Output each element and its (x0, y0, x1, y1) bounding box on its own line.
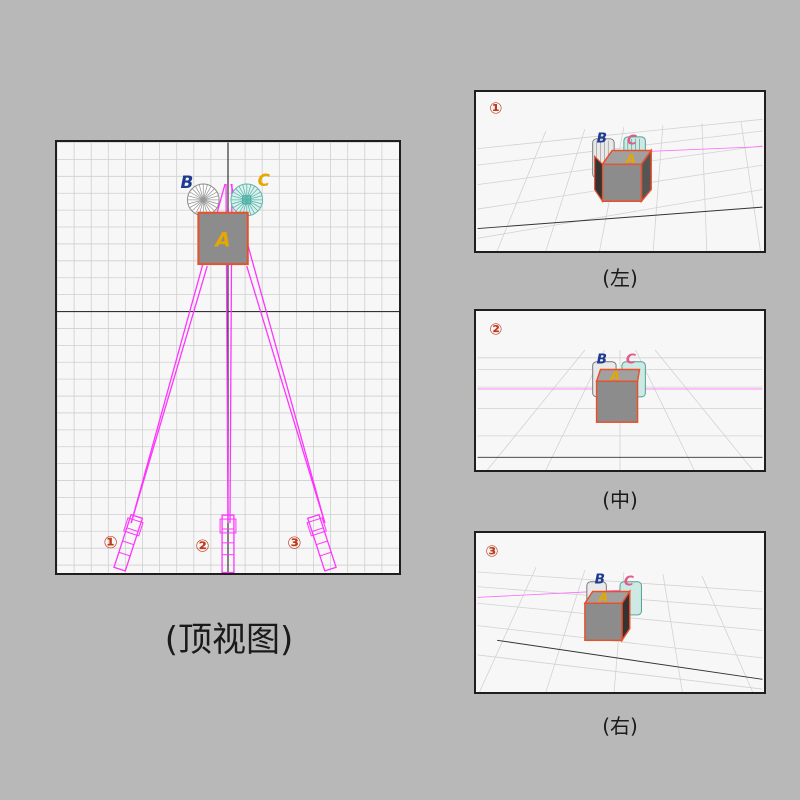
cylinder-spoke (246, 188, 259, 201)
cylinder-spoke (198, 184, 204, 200)
cylinder-spoke (187, 195, 204, 201)
top-view-panel: A B C ① ② ③ (55, 140, 401, 575)
cylinder-spoke (232, 191, 247, 201)
camera-3-marker: ③ (287, 533, 301, 553)
label-c: C (258, 170, 271, 190)
ground-axis (477, 206, 763, 230)
cylinder-spoke (191, 199, 204, 212)
cylinder-spoke (189, 199, 204, 209)
cylinder-spoke (246, 191, 261, 201)
viewport-left-canvas: A B C ① (477, 99, 763, 251)
cylinder-spoke (203, 199, 219, 205)
viewport-left-caption: (左) (602, 266, 638, 290)
cylinder-spoke (246, 184, 252, 200)
cylinder-spoke (246, 199, 252, 216)
cylinder-spoke (246, 199, 263, 205)
label-b: B (597, 131, 607, 147)
camera-3-sightline (246, 265, 326, 524)
viewport-right-caption: (右) (602, 714, 638, 738)
label-a: A (213, 228, 230, 251)
cylinder-spoke (203, 188, 215, 201)
cylinder-spoke (235, 188, 248, 201)
cylinder-spoke (203, 195, 219, 201)
cylinder-spoke (242, 184, 248, 200)
label-b: B (181, 172, 194, 192)
cylinder-spoke (195, 199, 204, 214)
cylinder-spoke (246, 199, 259, 212)
camera-2-marker: ② (195, 536, 209, 556)
ground-axis (497, 639, 763, 680)
cylinder-spoke (246, 199, 256, 214)
label-c: C (624, 574, 634, 590)
label-c: C (627, 133, 637, 149)
top-view-caption: (顶视图) (164, 620, 294, 660)
cylinder-spoke (231, 199, 247, 205)
cylinder-spoke (235, 199, 248, 212)
cylinder-spoke (231, 195, 247, 201)
cylinder-spoke (238, 199, 248, 214)
viewport-marker: ③ (485, 542, 498, 560)
cylinder-spoke (202, 199, 212, 214)
label-c: C (626, 352, 636, 368)
label-b: B (595, 572, 605, 588)
label-a: A (598, 589, 609, 604)
top-view-canvas: A B C ① ② ③ (57, 142, 399, 573)
cylinder-spoke (195, 185, 204, 201)
object-a-view (583, 589, 632, 643)
label-a: A (625, 151, 636, 166)
object-c-top (230, 183, 264, 217)
cylinder-spoke (203, 191, 218, 201)
viewport-marker: ① (489, 99, 502, 117)
viewport-center-canvas: A B C ② (477, 320, 763, 470)
object-b-top (186, 183, 220, 217)
cylinder-spoke (246, 195, 263, 201)
cylinder-spoke (238, 185, 248, 201)
viewport-center-caption: (中) (602, 488, 638, 512)
object-a-top: A (197, 211, 249, 266)
label-b: B (597, 352, 607, 368)
camera-frustum-lines (130, 183, 326, 524)
cylinder-spoke (191, 188, 204, 201)
camera-1-marker: ① (103, 532, 117, 552)
object-a-view (595, 368, 641, 423)
viewport-right-canvas: A B C ③ (477, 542, 763, 692)
cylinder-spoke (203, 199, 218, 209)
cylinder-spoke (232, 199, 247, 209)
cylinder-spoke (189, 191, 204, 201)
cylinder-spoke (246, 185, 256, 201)
camera-3-icon (306, 513, 337, 572)
cylinder-spoke (187, 199, 204, 205)
label-a: A (609, 368, 620, 383)
viewport-left: A B C ① (474, 90, 766, 253)
cylinder-spoke (203, 199, 215, 212)
cylinder-spoke (246, 199, 261, 209)
cylinder-spoke (202, 184, 208, 200)
camera-2-icon (219, 514, 237, 573)
viewport-center: A B C ② (474, 309, 766, 472)
viewport-marker: ② (489, 320, 502, 338)
cylinder-spoke (202, 185, 212, 201)
camera-1-sightline (130, 265, 208, 524)
object-a-view (594, 148, 653, 204)
camera-1-icon (113, 513, 144, 572)
viewport-right: A B C ③ (474, 531, 766, 694)
